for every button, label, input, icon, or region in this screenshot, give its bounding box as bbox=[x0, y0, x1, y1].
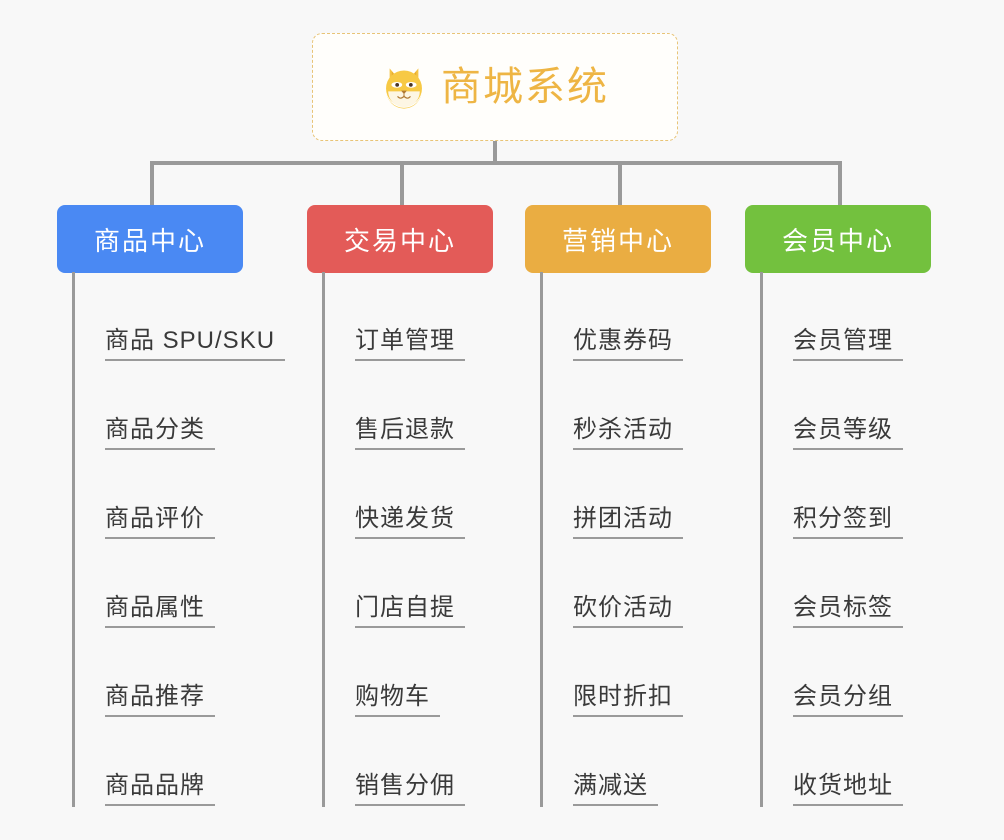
category-label: 营销中心 bbox=[561, 225, 674, 256]
leaf-item[interactable]: 商品评价 bbox=[75, 450, 215, 539]
leaf-label: 订单管理 bbox=[355, 326, 465, 361]
connector-root-stem bbox=[493, 141, 497, 163]
leaf-item[interactable]: 门店自提 bbox=[325, 539, 465, 628]
leaf-label: 会员等级 bbox=[793, 415, 903, 450]
leaf-label: 商品品牌 bbox=[105, 771, 215, 806]
leaf-label: 商品分类 bbox=[105, 415, 215, 450]
leaf-item[interactable]: 订单管理 bbox=[325, 272, 465, 361]
leaf-label: 购物车 bbox=[355, 682, 440, 717]
leaf-label: 商品推荐 bbox=[105, 682, 215, 717]
leaf-item[interactable]: 销售分佣 bbox=[325, 717, 465, 806]
leaf-item[interactable]: 商品分类 bbox=[75, 361, 215, 450]
leaf-label: 收货地址 bbox=[793, 771, 903, 806]
leaf-label: 会员分组 bbox=[793, 682, 903, 717]
leaf-label: 拼团活动 bbox=[573, 504, 683, 539]
category-box-member-center[interactable]: 会员中心 bbox=[745, 205, 931, 273]
leaf-label: 门店自提 bbox=[355, 593, 465, 628]
leaf-label: 砍价活动 bbox=[573, 593, 683, 628]
leaf-label: 优惠券码 bbox=[573, 326, 683, 361]
leaf-item[interactable]: 会员分组 bbox=[763, 628, 903, 717]
leaf-item[interactable]: 积分签到 bbox=[763, 450, 903, 539]
leaf-item[interactable]: 商品 SPU/SKU bbox=[75, 272, 286, 361]
category-label: 商品中心 bbox=[93, 225, 206, 256]
category-label: 交易中心 bbox=[343, 225, 456, 256]
leaf-label: 限时折扣 bbox=[573, 682, 683, 717]
leaf-item[interactable]: 商品品牌 bbox=[75, 717, 215, 806]
leaf-item[interactable]: 收货地址 bbox=[763, 717, 903, 806]
leaf-item[interactable]: 商品属性 bbox=[75, 539, 215, 628]
leaf-item[interactable]: 砍价活动 bbox=[543, 539, 683, 628]
leaf-item[interactable]: 满减送 bbox=[543, 717, 658, 806]
leaf-label: 秒杀活动 bbox=[573, 415, 683, 450]
leaf-item[interactable]: 商品推荐 bbox=[75, 628, 215, 717]
leaf-item[interactable]: 会员管理 bbox=[763, 272, 903, 361]
leaf-item[interactable]: 限时折扣 bbox=[543, 628, 683, 717]
leaf-label: 商品评价 bbox=[105, 504, 215, 539]
leaf-label: 商品 SPU/SKU bbox=[105, 326, 286, 361]
connector-horizontal-bus bbox=[150, 161, 842, 165]
leaf-label: 会员管理 bbox=[793, 326, 903, 361]
shiba-dog-face-icon bbox=[381, 64, 427, 110]
leaf-item[interactable]: 售后退款 bbox=[325, 361, 465, 450]
branch-spine bbox=[72, 272, 75, 807]
leaf-label: 满减送 bbox=[573, 771, 658, 806]
leaf-item[interactable]: 购物车 bbox=[325, 628, 440, 717]
category-label: 会员中心 bbox=[781, 225, 894, 256]
branch-spine bbox=[540, 272, 543, 807]
leaf-item[interactable]: 优惠券码 bbox=[543, 272, 683, 361]
branch-spine bbox=[322, 272, 325, 807]
connector-drop-branch-1 bbox=[150, 161, 154, 207]
leaf-item[interactable]: 拼团活动 bbox=[543, 450, 683, 539]
connector-drop-branch-4 bbox=[838, 161, 842, 207]
leaf-label: 积分签到 bbox=[793, 504, 903, 539]
category-box-marketing-center[interactable]: 营销中心 bbox=[525, 205, 711, 273]
leaf-label: 会员标签 bbox=[793, 593, 903, 628]
leaf-label: 快递发货 bbox=[355, 504, 465, 539]
root-node-mall-system[interactable]: 商城系统 bbox=[312, 33, 678, 141]
leaf-label: 售后退款 bbox=[355, 415, 465, 450]
category-box-trade-center[interactable]: 交易中心 bbox=[307, 205, 493, 273]
connector-drop-branch-3 bbox=[618, 161, 622, 207]
leaf-label: 商品属性 bbox=[105, 593, 215, 628]
branch-spine bbox=[760, 272, 763, 807]
root-title: 商城系统 bbox=[441, 65, 609, 109]
leaf-item[interactable]: 快递发货 bbox=[325, 450, 465, 539]
connector-drop-branch-2 bbox=[400, 161, 404, 207]
leaf-label: 销售分佣 bbox=[355, 771, 465, 806]
leaf-item[interactable]: 秒杀活动 bbox=[543, 361, 683, 450]
leaf-item[interactable]: 会员标签 bbox=[763, 539, 903, 628]
category-box-product-center[interactable]: 商品中心 bbox=[57, 205, 243, 273]
leaf-item[interactable]: 会员等级 bbox=[763, 361, 903, 450]
